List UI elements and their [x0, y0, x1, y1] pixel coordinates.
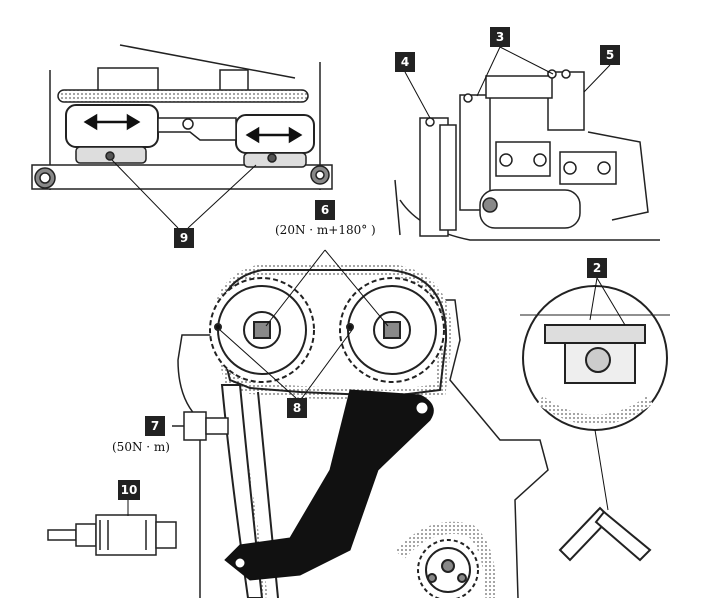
leader-lines-2: [589, 277, 626, 511]
torque-spec-camshaft: (20N · m+180° ): [275, 223, 376, 237]
camshaft-sprocket-left: [209, 277, 315, 383]
callout-6: 6: [315, 200, 335, 220]
chain-tensioner-tool: [47, 514, 177, 556]
callout-8: 8: [287, 398, 307, 418]
holding-pin-tool: [558, 506, 652, 562]
torque-spec-tensioner: (50N · m): [112, 440, 170, 454]
camshaft-adjuster-assembly: [31, 44, 333, 190]
tensioner-bolt-7: [172, 411, 229, 441]
leader-lines-9: [111, 159, 257, 229]
leader-lines-3-4-5: [404, 46, 611, 119]
adjustment-arrows: [83, 113, 303, 144]
callout-4: 4: [395, 52, 415, 72]
callout-10: 10: [118, 480, 140, 500]
callout-2: 2: [587, 258, 607, 278]
leader-lines-6-8: [219, 249, 389, 399]
camshaft-locking-tool: [394, 69, 660, 241]
callout-3: 3: [490, 27, 510, 47]
callout-7: 7: [145, 416, 165, 436]
callout-5: 5: [600, 45, 620, 65]
camshaft-sprocket-right: [339, 277, 445, 383]
chain-guide-rail: [224, 389, 434, 581]
detail-magnifier: [520, 285, 670, 431]
callout-9: 9: [174, 228, 194, 248]
crankshaft-sprocket: [417, 539, 479, 598]
